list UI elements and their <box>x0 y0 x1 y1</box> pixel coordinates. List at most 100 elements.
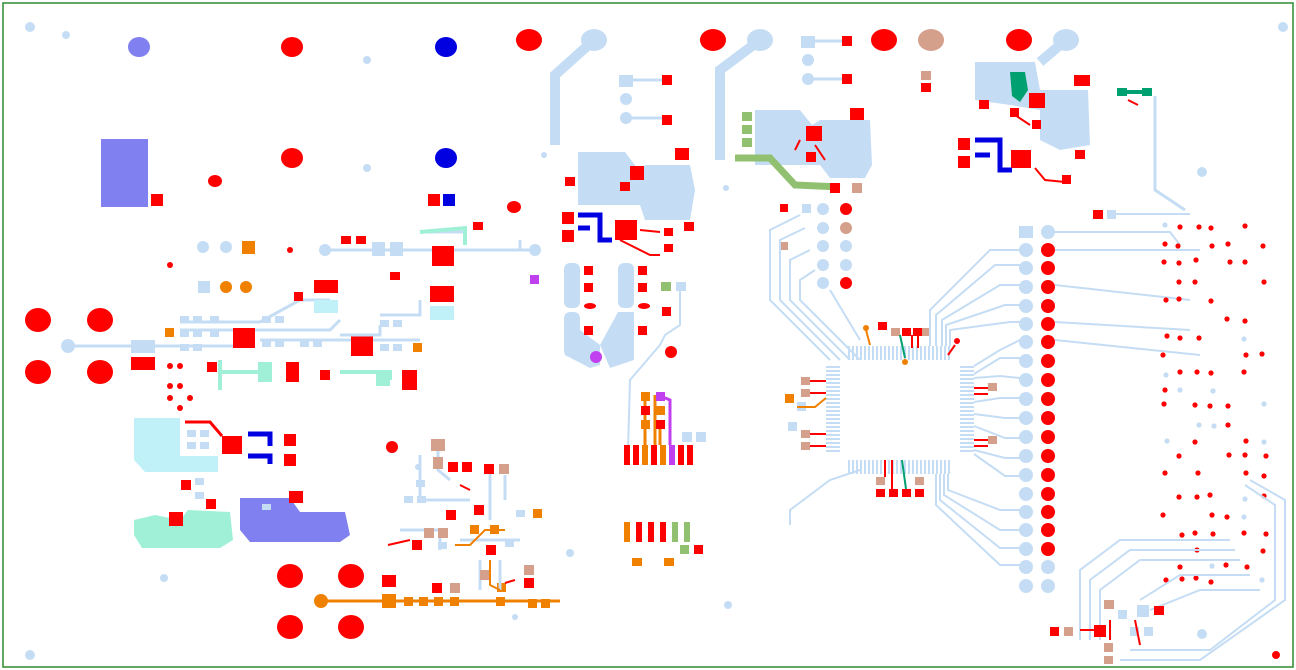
resistor-array <box>404 480 525 549</box>
pad <box>284 454 296 466</box>
pad <box>1118 610 1127 619</box>
pad <box>684 222 694 231</box>
via <box>1162 222 1168 228</box>
via <box>287 247 293 253</box>
via <box>1176 279 1182 285</box>
pad <box>433 457 443 469</box>
pad <box>664 228 673 236</box>
trace <box>911 335 956 356</box>
via <box>1261 401 1267 407</box>
ic-pins-left <box>826 366 840 452</box>
pad <box>474 505 484 515</box>
pad <box>1104 643 1113 652</box>
via <box>507 201 521 213</box>
pad <box>198 281 210 293</box>
via <box>1278 22 1288 32</box>
mounting-hole <box>1006 29 1032 51</box>
pad <box>1130 627 1139 636</box>
pad <box>638 266 647 275</box>
trace <box>1080 619 1141 646</box>
via <box>1162 387 1168 393</box>
via <box>1177 369 1183 375</box>
pad <box>320 370 330 380</box>
pad <box>676 282 686 291</box>
via <box>1210 388 1216 394</box>
pad <box>430 306 454 320</box>
trace <box>808 39 842 81</box>
ic-pad <box>615 220 637 240</box>
via <box>1192 530 1198 536</box>
pad <box>314 280 338 293</box>
trace <box>550 36 598 145</box>
via <box>25 22 35 32</box>
pad <box>294 292 303 301</box>
center-top-region <box>516 22 1288 256</box>
pad <box>630 166 644 180</box>
via <box>319 244 331 256</box>
via <box>1177 224 1183 230</box>
pad <box>876 489 885 497</box>
trace <box>735 154 841 191</box>
trace <box>619 229 661 256</box>
copper-pour <box>134 510 233 548</box>
mounting-hole <box>700 29 726 51</box>
copper-pour <box>240 498 350 542</box>
pad <box>876 477 885 485</box>
pad <box>632 558 642 566</box>
via <box>1211 423 1217 429</box>
pad <box>1137 605 1149 617</box>
via <box>590 351 602 363</box>
pad <box>842 36 852 46</box>
trace <box>419 225 467 245</box>
via <box>62 31 70 39</box>
via <box>208 175 222 187</box>
via <box>1209 243 1215 249</box>
pad <box>1154 606 1164 615</box>
via <box>1260 243 1266 249</box>
pad <box>1142 88 1152 96</box>
pad <box>484 464 494 474</box>
via <box>1196 335 1202 341</box>
mounting-hole <box>87 308 113 332</box>
pad <box>431 439 445 451</box>
via <box>1225 241 1231 247</box>
trace <box>1014 114 1066 183</box>
pad <box>878 322 887 330</box>
pad <box>1032 120 1041 129</box>
trace <box>1054 231 1201 356</box>
mounting-hole <box>435 148 457 168</box>
pad <box>480 570 490 580</box>
resistor-array <box>404 509 550 608</box>
via <box>1160 352 1166 358</box>
trace <box>1036 36 1070 66</box>
pad <box>915 477 924 485</box>
pad <box>638 326 647 335</box>
pad <box>390 242 403 256</box>
via <box>363 164 371 172</box>
pad <box>165 328 174 337</box>
via <box>1196 422 1202 428</box>
pad <box>584 326 593 335</box>
right-via-field <box>1160 222 1269 585</box>
bottom-right-region <box>1050 479 1286 664</box>
center-connector-region <box>564 263 732 609</box>
mounting-hole <box>871 29 897 51</box>
via <box>541 152 547 158</box>
ic-pad <box>222 436 242 454</box>
pad <box>680 545 689 554</box>
trace <box>810 380 826 447</box>
via <box>1227 259 1233 265</box>
pad <box>661 282 671 291</box>
pad <box>1093 210 1103 219</box>
ic-pad <box>806 126 822 141</box>
via <box>1208 225 1214 231</box>
pad <box>473 222 483 230</box>
pad <box>565 177 575 186</box>
via <box>566 549 574 557</box>
via <box>1224 514 1230 520</box>
via <box>954 338 960 344</box>
pad <box>443 194 455 206</box>
ic-pad <box>1094 625 1106 637</box>
pad <box>286 362 299 382</box>
